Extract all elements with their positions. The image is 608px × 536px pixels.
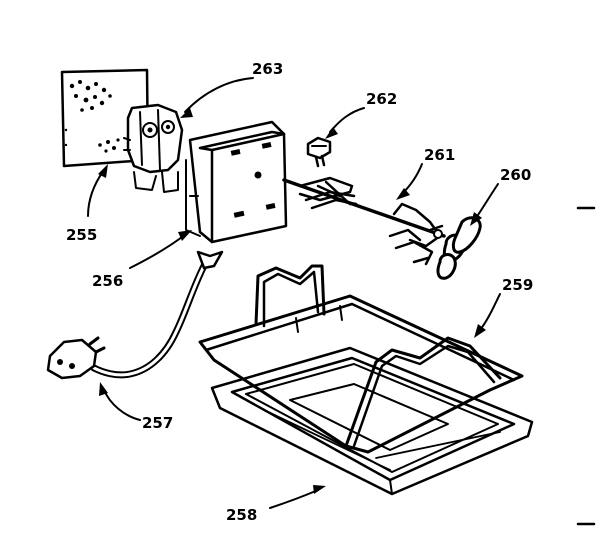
label-263: 263 bbox=[252, 60, 283, 78]
part-259-wire-rack bbox=[198, 264, 524, 454]
part-258-drip-pan bbox=[210, 346, 534, 496]
leader-arrows bbox=[87, 77, 501, 509]
part-263-motor-bracket bbox=[123, 103, 184, 193]
label-255: 255 bbox=[66, 226, 97, 244]
part-262-screw bbox=[306, 136, 332, 168]
label-262: 262 bbox=[366, 90, 397, 108]
label-261: 261 bbox=[424, 146, 455, 164]
part-257-power-cord bbox=[46, 250, 224, 380]
label-259: 259 bbox=[502, 276, 533, 294]
edge-marks bbox=[576, 206, 596, 526]
part-256-motor-housing bbox=[185, 120, 288, 244]
part-labels: 263 262 261 260 255 256 259 257 258 bbox=[66, 60, 533, 524]
label-256: 256 bbox=[92, 272, 123, 290]
label-257: 257 bbox=[142, 414, 173, 432]
part-260-handle bbox=[436, 216, 482, 280]
part-261-spit-rod bbox=[282, 176, 446, 266]
label-258: 258 bbox=[226, 506, 257, 524]
label-260: 260 bbox=[500, 166, 531, 184]
